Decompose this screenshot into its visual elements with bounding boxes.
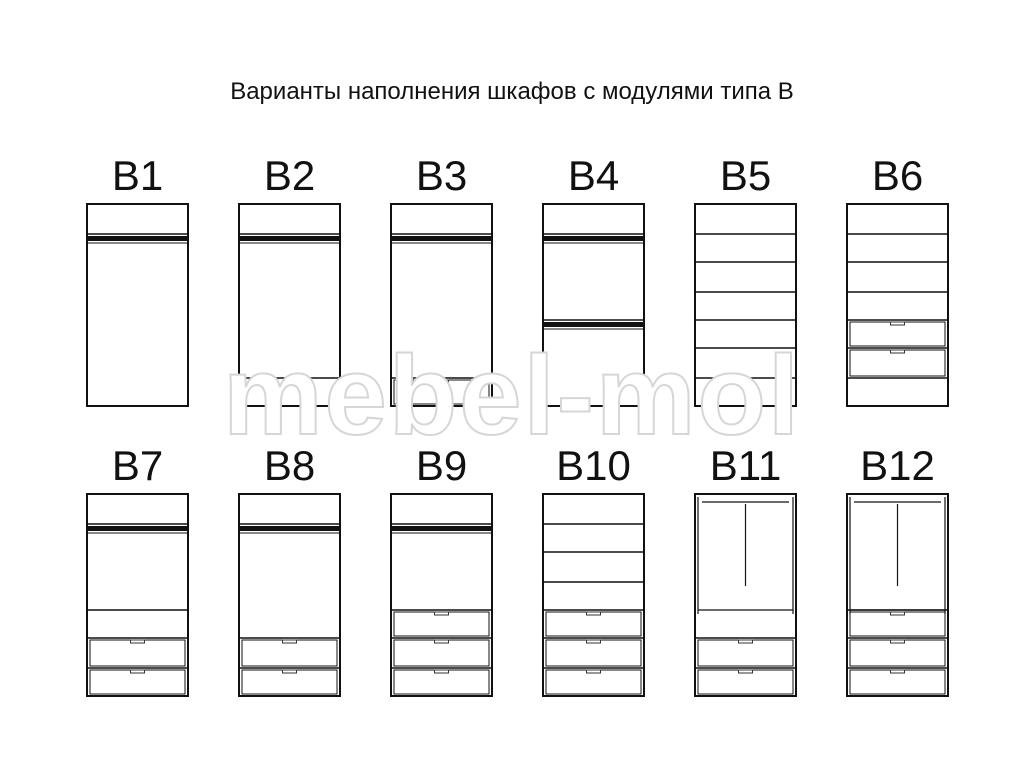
cabinet-b1-label: B1 (111, 152, 164, 199)
cabinet-b6-frame (846, 203, 949, 407)
cabinet-b9-label: B9 (415, 442, 468, 489)
cabinet-b9-drawer-6-handle (434, 669, 449, 674)
cabinet-b11-label: B11 (709, 442, 782, 489)
cabinet-b8-rail-1 (239, 526, 340, 531)
cabinet-b11-drawer-5-handle (738, 639, 753, 644)
cabinet-b3-drawer-6-handle (434, 379, 449, 384)
cabinet-b8-drawer-6-handle (282, 669, 297, 674)
cabinet-b12-drawer-5-handle (890, 639, 905, 644)
page-title: Варианты наполнения шкафов с модулями ти… (230, 78, 794, 105)
cabinet-b5-frame (694, 203, 797, 407)
cabinet-b3-label: B3 (415, 152, 468, 199)
cabinet-b6-drawer-4-handle (890, 321, 905, 326)
cabinet-b4-label: B4 (567, 152, 620, 199)
cabinet-b8-drawer-5-handle (282, 639, 297, 644)
cabinet-b12-drawer-6-handle (890, 669, 905, 674)
cabinet-b8-label: B8 (263, 442, 316, 489)
cabinet-b7-label: B7 (111, 442, 164, 489)
cabinet-b7-drawer-6-handle (130, 669, 145, 674)
cabinet-b10-drawer-5-handle (586, 639, 601, 644)
cabinet-b12-drawer-4-handle (890, 611, 905, 616)
cabinet-b9-drawer-4-handle (434, 611, 449, 616)
cabinet-b3-rail-1 (391, 236, 492, 241)
cabinet-b4-rail-4 (543, 322, 644, 327)
cabinet-b7-rail-1 (87, 526, 188, 531)
cabinet-b2-label: B2 (263, 152, 316, 199)
cabinet-b9-rail-1 (391, 526, 492, 531)
cabinet-b11-drawer-6-handle (738, 669, 753, 674)
cabinet-b7-drawer-5-handle (130, 639, 145, 644)
cabinet-b10-frame (542, 493, 645, 697)
cabinet-b10-label: B10 (556, 442, 631, 489)
cabinet-b4-rail-1 (543, 236, 644, 241)
cabinet-b2-rail-1 (239, 236, 340, 241)
cabinet-b6-drawer-5-handle (890, 349, 905, 354)
cabinet-b10-drawer-4-handle (586, 611, 601, 616)
cabinet-b10-drawer-6-handle (586, 669, 601, 674)
cabinet-b12-label: B12 (860, 442, 935, 489)
cabinet-b9-drawer-5-handle (434, 639, 449, 644)
cabinet-b6-label: B6 (871, 152, 924, 199)
cabinet-b1-rail-1 (87, 236, 188, 241)
cabinet-b5-label: B5 (719, 152, 772, 199)
